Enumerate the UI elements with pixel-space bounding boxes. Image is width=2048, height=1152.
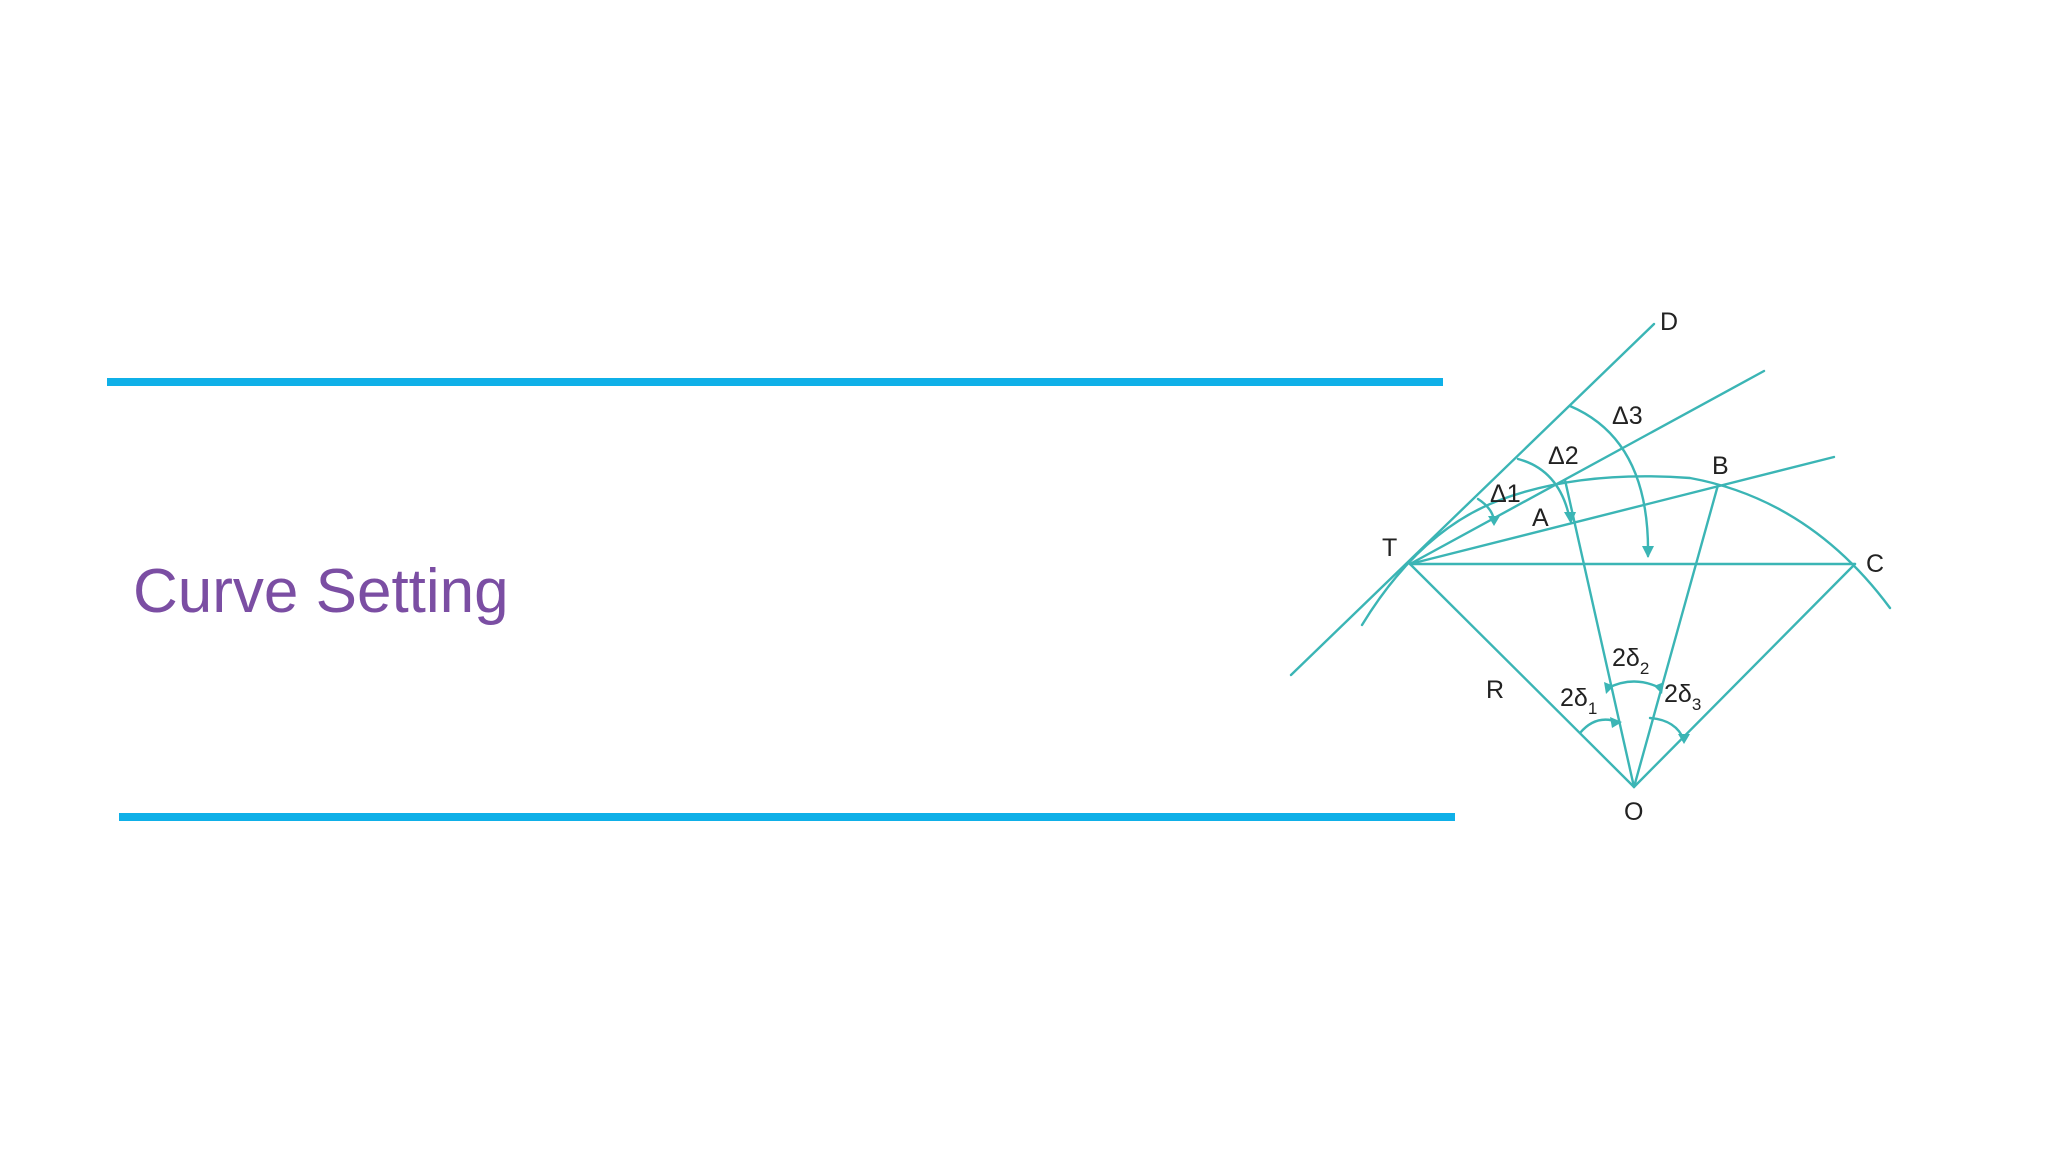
label-D: D [1660,308,1678,336]
arrow-2delta3 [1678,734,1690,744]
arrow-2delta2-left [1604,682,1614,694]
label-delta3: Δ3 [1612,402,1643,430]
label-T: T [1382,534,1397,562]
angle-arc-2delta3 [1648,716,1686,742]
arrow-2delta1 [1610,717,1622,728]
label-2delta1: 2δ1 [1560,684,1597,718]
arrow-delta2 [1564,512,1576,524]
label-delta1: Δ1 [1490,480,1521,508]
label-R: R [1486,676,1504,704]
label-delta2: Δ2 [1548,442,1579,470]
arrow-delta1 [1488,516,1500,526]
angle-arc-2delta2 [1606,680,1662,690]
top-divider-line [107,378,1443,386]
angle-arc-delta3 [1568,404,1650,558]
tangent-line-TD [1289,322,1656,677]
arrow-delta3 [1642,546,1654,558]
label-A: A [1532,504,1549,532]
radius-OT [1408,562,1636,789]
arrow-2delta2-right [1654,682,1664,694]
curve-setting-diagram: D T A B C O R Δ1 Δ2 Δ3 2δ1 2δ2 2δ3 [1289,308,1892,826]
label-2delta2: 2δ2 [1612,644,1649,678]
label-C: C [1866,550,1884,578]
angle-arc-delta2 [1516,457,1572,522]
bottom-divider-line [119,813,1455,821]
radius-OA [1563,478,1636,789]
label-B: B [1712,452,1729,480]
slide-title: Curve Setting [133,557,509,626]
ray-T-B [1408,455,1836,566]
radius-OB [1632,483,1720,789]
label-2delta3: 2δ3 [1664,680,1701,714]
radius-OC [1632,562,1857,789]
label-O: O [1624,798,1643,826]
ray-T-delta3 [1408,369,1766,566]
circular-curve [1360,475,1892,627]
